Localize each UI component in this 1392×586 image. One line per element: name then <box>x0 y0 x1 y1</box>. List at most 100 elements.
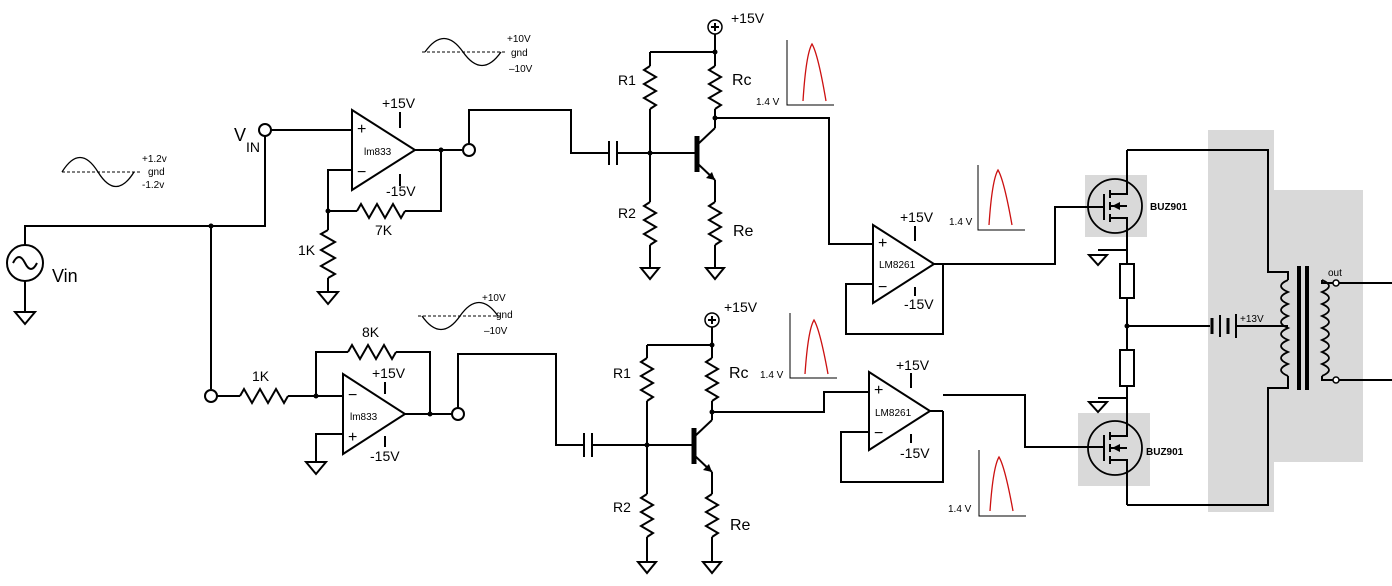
ground-symbol <box>1086 254 1110 267</box>
drv-top-scope-level: 1.4 V <box>949 217 973 228</box>
level-gnd: gnd <box>148 167 165 178</box>
opamp-u2-body <box>342 372 407 456</box>
top-r1-label: R1 <box>618 72 636 88</box>
level-neg: -1.2v <box>142 180 164 191</box>
battery-label: +13V <box>1240 314 1264 325</box>
top-r2-label: R2 <box>618 205 636 221</box>
resistor-re-bottom <box>704 493 720 538</box>
battery <box>1210 314 1237 338</box>
bottom-supply: +15V <box>724 299 758 315</box>
bottom-scope-level: 1.4 V <box>760 370 784 381</box>
u2-input-terminal <box>204 389 218 403</box>
lower-level-gnd: gnd <box>496 310 513 321</box>
upper-level-gnd: gnd <box>511 48 528 59</box>
resistor-re-top <box>707 201 723 246</box>
coupling-capacitor-bottom <box>583 433 593 457</box>
drv-bot-vpos: +15V <box>896 357 930 373</box>
driver-top-body <box>872 223 936 305</box>
u2-output-terminal <box>451 407 465 421</box>
resistor-r2-top <box>642 201 658 246</box>
u2-part: lm833 <box>350 412 378 423</box>
scope-bottom-collector <box>789 313 837 379</box>
u1-rf-label: 7K <box>375 222 393 238</box>
mosfet-bottom <box>1087 420 1143 505</box>
scope-driver-top <box>977 165 1025 231</box>
lower-wave-annotation <box>418 301 500 331</box>
u2-rin-label: 1K <box>252 368 270 384</box>
scope-top-collector <box>786 40 834 106</box>
u2-vpos: +15V <box>372 365 406 381</box>
drv-bot-part: LM8261 <box>875 408 912 419</box>
vin-subscript: IN <box>246 139 260 155</box>
u1-rg-label: 1K <box>298 242 316 258</box>
resistor-u1-feedback <box>356 201 406 221</box>
resistor-r1-bottom <box>639 357 655 402</box>
drv-top-vneg: -15V <box>904 296 934 312</box>
lower-level-pos: +10V <box>482 293 506 304</box>
ground-symbol <box>315 291 341 306</box>
resistor-u2-feedback <box>347 342 397 362</box>
upper-level-neg: –10V <box>509 64 533 75</box>
drv-top-vpos: +15V <box>900 209 934 225</box>
u2-rf-label: 8K <box>362 324 380 340</box>
opamp-u1-body <box>351 108 417 192</box>
ground-symbol <box>12 311 38 326</box>
drv-bot-minus: − <box>874 425 883 442</box>
u1-vpos: +15V <box>382 95 416 111</box>
bottom-re-label: Re <box>730 517 751 534</box>
ac-source <box>6 225 211 326</box>
transformer <box>1280 266 1330 390</box>
drv-top-minus: − <box>878 279 887 296</box>
drv-top-part: LM8261 <box>879 260 916 271</box>
source-label: Vin <box>52 266 78 286</box>
driver-bottom-body <box>868 370 932 452</box>
lower-level-neg: –10V <box>484 326 508 337</box>
scope-driver-bottom <box>978 450 1026 517</box>
top-re-label: Re <box>733 223 754 240</box>
resistor-r2-bottom <box>639 493 655 538</box>
transformer-out-label: out <box>1328 268 1342 279</box>
ground-symbol <box>638 267 662 281</box>
top-supply: +15V <box>731 10 765 26</box>
u1-vneg: -15V <box>386 183 416 199</box>
ground-symbol <box>1086 401 1110 414</box>
u1-minus: − <box>357 164 366 181</box>
resistor-rc-bottom <box>704 357 720 402</box>
ground-symbol <box>635 561 659 575</box>
drv-top-plus: + <box>878 235 887 252</box>
u2-minus: − <box>348 387 357 404</box>
top-rc-label: Rc <box>732 72 752 89</box>
mosfet-bottom-part: BUZ901 <box>1146 447 1184 458</box>
upper-wave-annotation <box>422 37 505 67</box>
mosfet-top <box>1087 150 1143 239</box>
resistor-u1-ground <box>318 229 338 279</box>
bottom-r2-label: R2 <box>613 499 631 515</box>
drv-bot-scope-level: 1.4 V <box>948 504 972 515</box>
resistor-rc-top <box>707 65 723 110</box>
drv-bot-plus: + <box>874 382 883 399</box>
input-wave-annotation <box>61 156 140 188</box>
ground-symbol <box>703 267 727 281</box>
bjt-bottom <box>691 419 713 473</box>
level-pos: +1.2v <box>142 154 167 165</box>
u1-output-terminal <box>462 143 476 157</box>
source-resistor-top <box>1119 263 1135 299</box>
drv-bot-vneg: -15V <box>900 445 930 461</box>
coupling-capacitor-top <box>608 141 618 165</box>
u2-vneg: -15V <box>370 448 400 464</box>
ground-symbol <box>700 561 724 575</box>
bottom-r1-label: R1 <box>613 365 631 381</box>
ground-symbol <box>303 461 329 476</box>
u1-part: lm833 <box>364 147 392 158</box>
vin-terminal <box>258 123 272 137</box>
upper-level-pos: +10V <box>507 34 531 45</box>
resistor-r1-top <box>642 65 658 110</box>
vin-label: V <box>234 125 246 145</box>
source-resistor-bottom <box>1119 349 1135 387</box>
bottom-rc-label: Rc <box>729 365 749 382</box>
mosfet-top-part: BUZ901 <box>1150 202 1188 213</box>
resistor-u2-input <box>239 386 289 406</box>
u1-plus: + <box>357 121 366 138</box>
u2-plus: + <box>348 429 357 446</box>
